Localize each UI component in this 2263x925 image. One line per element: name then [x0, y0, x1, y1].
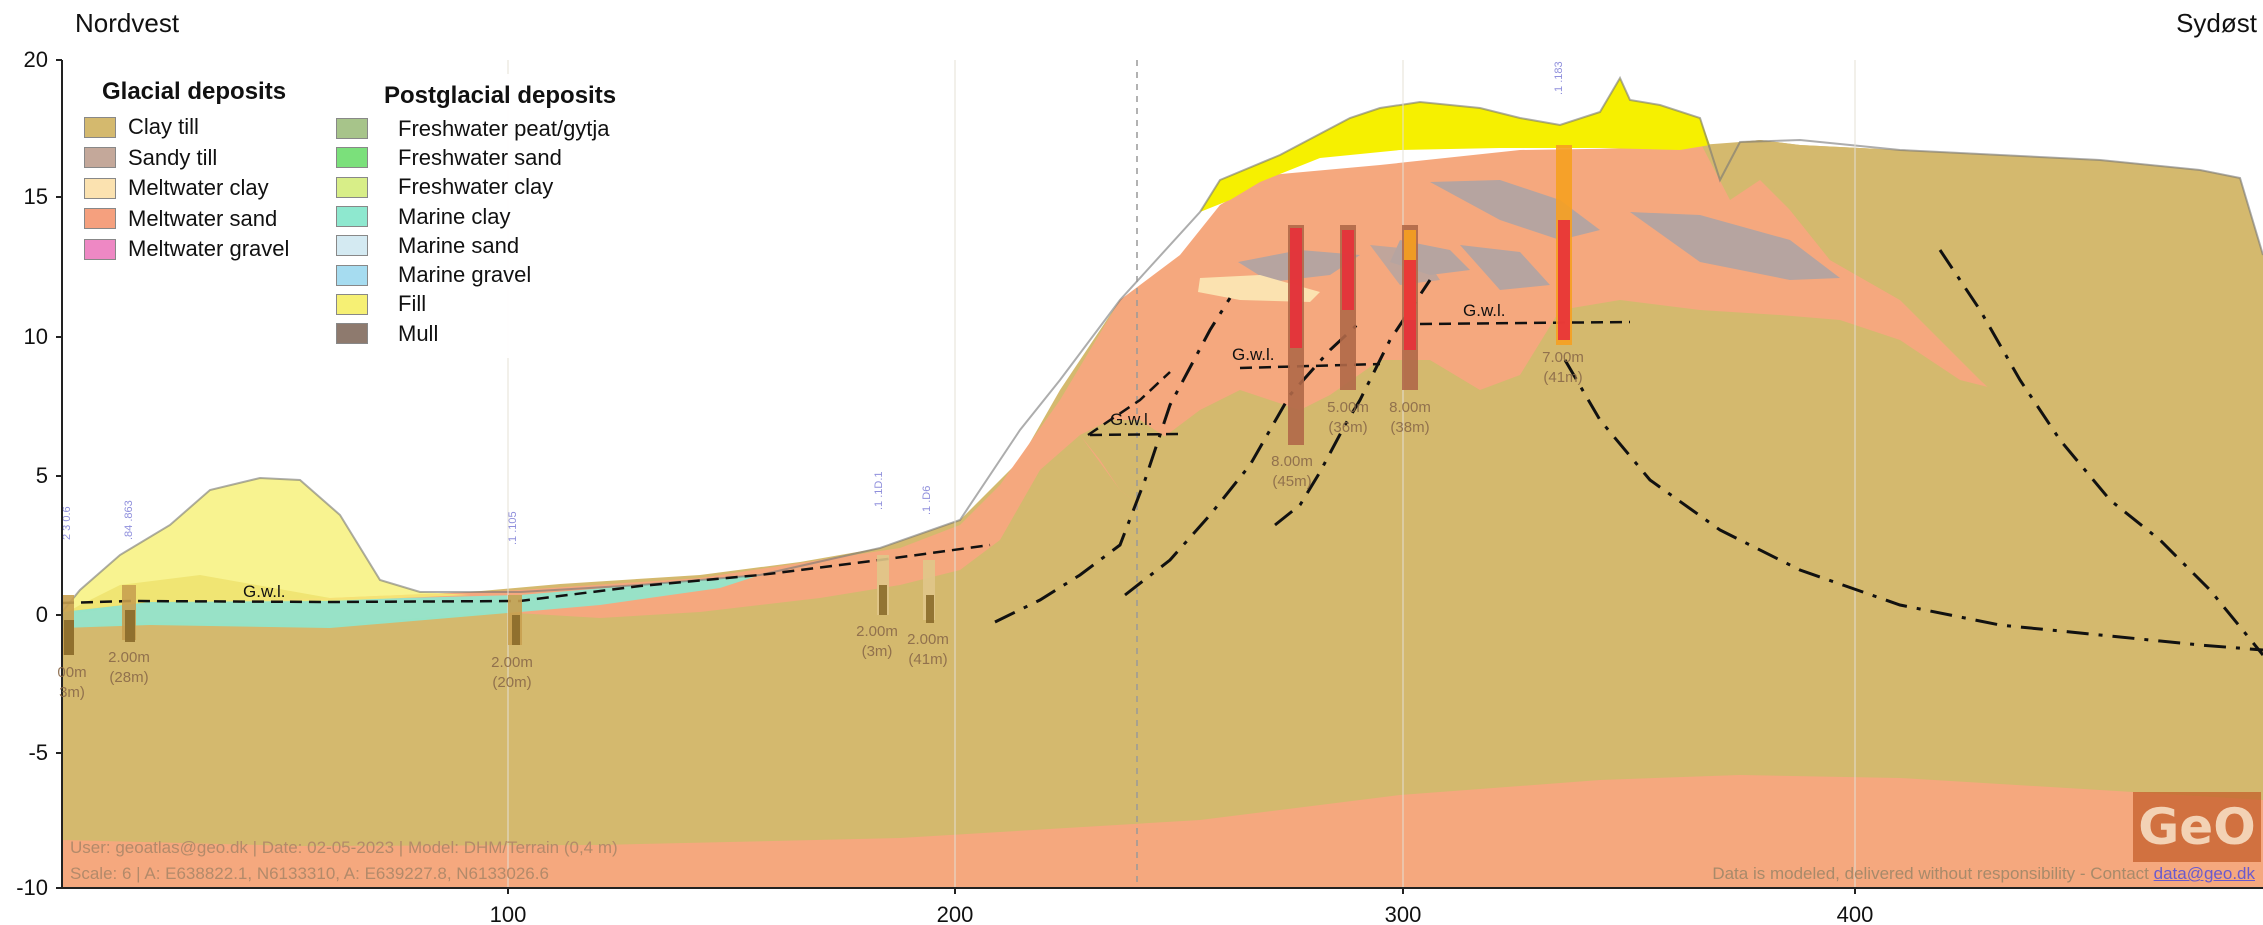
swatch-mull	[336, 323, 368, 345]
swatch-meltwater-gravel	[84, 238, 116, 260]
legend-item-marine-clay: Marine clay	[336, 202, 638, 231]
legend-item-clay-till: Clay till	[84, 112, 328, 143]
legend-item-sandy-till: Sandy till	[84, 143, 328, 174]
borehole-sub-5: (41m)	[908, 651, 947, 668]
swatch-fill	[336, 293, 368, 315]
svg-text:2 3 0.6: 2 3 0.6	[61, 506, 73, 540]
legend-glacial-title: Glacial deposits	[102, 78, 287, 105]
y-tick-15: 15	[24, 184, 48, 209]
borehole-columns	[62, 145, 1572, 655]
swatch-sandy-till	[84, 147, 116, 169]
borehole-depth-1: 00m	[57, 664, 86, 681]
legend-item-fill: Fill	[336, 290, 638, 319]
legend-item-mull: Mull	[336, 319, 638, 348]
y-tick-minus-5: -5	[28, 740, 48, 765]
borehole-sub-6: (45m)	[1272, 473, 1311, 490]
geo-logo: GeO	[2133, 792, 2261, 862]
fill-layer-hilltop	[1200, 78, 1710, 212]
direction-label-southeast: Sydøst	[2176, 8, 2257, 38]
scale-coordinates-line: Scale: 6 | A: E638822.1, N6133310, A: E6…	[70, 864, 549, 883]
borehole-depth-5: 2.00m	[907, 631, 949, 648]
x-tick-200: 200	[937, 902, 974, 925]
borehole-sub-2: (28m)	[109, 669, 148, 686]
contact-email-link[interactable]: data@geo.dk	[2153, 864, 2255, 883]
swatch-meltwater-sand	[84, 208, 116, 230]
swatch-marine-gravel	[336, 264, 368, 286]
borehole-depth-9: 7.00m	[1542, 349, 1584, 366]
clay-till-body	[62, 140, 2263, 888]
borehole-depth-3: 2.00m	[491, 654, 533, 671]
legend-item-marine-sand: Marine sand	[336, 231, 638, 260]
svg-text:.1 .1D.1: .1 .1D.1	[873, 471, 885, 510]
legend-item-meltwater-sand: Meltwater sand	[84, 204, 328, 235]
y-tick-20: 20	[24, 47, 48, 72]
legend-item-freshwater-peat: Freshwater peat/gytja	[336, 114, 638, 143]
gwl-label-center: G.w.l.	[1232, 345, 1275, 364]
direction-label-northwest: Nordvest	[75, 8, 180, 38]
swatch-freshwater-clay	[336, 176, 368, 198]
legend-glacial-deposits: Glacial deposits Clay till Sandy till Me…	[68, 74, 328, 274]
y-tick-10: 10	[24, 324, 48, 349]
borehole-sub-4: (3m)	[862, 643, 893, 660]
borehole-depth-2: 2.00m	[108, 649, 150, 666]
borehole-depth-7: 5.00m	[1327, 399, 1369, 416]
borehole-sub-8: (38m)	[1390, 419, 1429, 436]
swatch-freshwater-peat	[336, 118, 368, 140]
y-tick-5: 5	[36, 463, 48, 488]
legend-item-freshwater-clay: Freshwater clay	[336, 173, 638, 202]
borehole-sub-7: (36m)	[1328, 419, 1367, 436]
svg-text:.84 .863: .84 .863	[123, 500, 135, 540]
borehole-depth-4: 2.00m	[856, 623, 898, 640]
disclaimer-text: Data is modeled, delivered without respo…	[1712, 864, 2255, 883]
x-tick-400: 400	[1837, 902, 1874, 925]
swatch-marine-clay	[336, 206, 368, 228]
x-tick-100: 100	[490, 902, 527, 925]
svg-text:.1 .D6: .1 .D6	[921, 486, 933, 515]
x-tick-300: 300	[1385, 902, 1422, 925]
borehole-sub-3: (20m)	[492, 674, 531, 691]
legend-item-meltwater-gravel: Meltwater gravel	[84, 234, 328, 265]
legend-postglacial-title: Postglacial deposits	[384, 82, 617, 109]
swatch-marine-sand	[336, 235, 368, 257]
swatch-meltwater-clay	[84, 177, 116, 199]
borehole-sub-1: 3m)	[59, 684, 85, 701]
y-tick-minus-10: -10	[16, 875, 48, 900]
meltwater-sand-base	[62, 775, 2263, 888]
gwl-label-left: G.w.l.	[243, 582, 286, 601]
svg-text:.1 .183: .1 .183	[1553, 61, 1565, 95]
gwl-label-right: G.w.l.	[1463, 301, 1506, 320]
gwl-label-mid: G.w.l.	[1110, 410, 1153, 429]
model-metadata-line: User: geoatlas@geo.dk | Date: 02-05-2023…	[70, 838, 618, 857]
legend-postglacial-deposits: Postglacial deposits Freshwater peat/gyt…	[328, 74, 638, 358]
y-tick-0: 0	[36, 602, 48, 627]
borehole-depth-8: 8.00m	[1389, 399, 1431, 416]
borehole-sub-9: (41m)	[1543, 369, 1582, 386]
swatch-clay-till	[84, 116, 116, 138]
svg-text:.1 .105: .1 .105	[507, 511, 519, 545]
swatch-freshwater-sand	[336, 147, 368, 169]
terrain-line	[61, 75, 2263, 613]
legend-item-freshwater-sand: Freshwater sand	[336, 143, 638, 172]
legend-item-marine-gravel: Marine gravel	[336, 260, 638, 289]
legend-item-meltwater-clay: Meltwater clay	[84, 173, 328, 204]
borehole-depth-6: 8.00m	[1271, 453, 1313, 470]
fill-layer-left	[62, 478, 470, 612]
